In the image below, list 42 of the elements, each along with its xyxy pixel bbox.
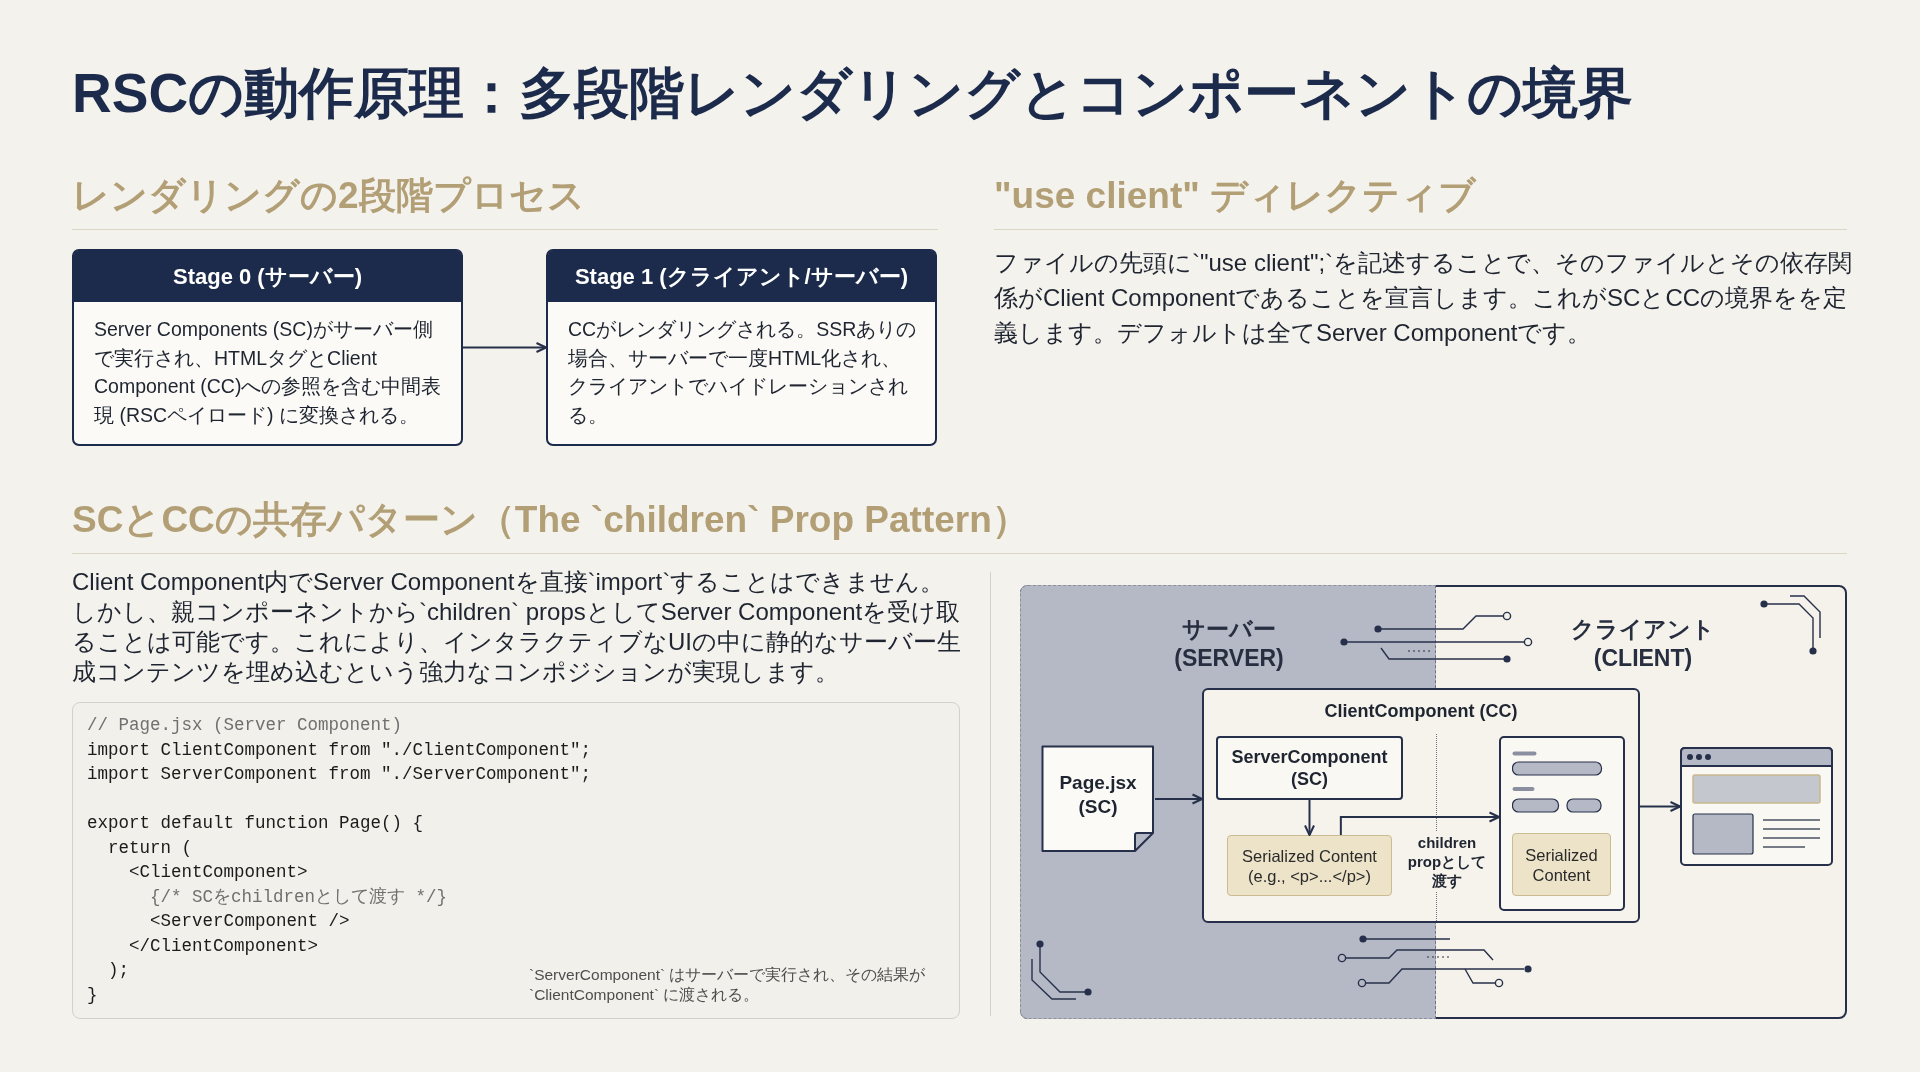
arrow [1154, 793, 1203, 805]
code-line: export default function Page() { [87, 812, 424, 835]
content-box: Serialized Content (e.g., <p>...</p>) [1227, 835, 1392, 896]
arrow [1639, 801, 1681, 812]
stage-header: Stage 0 (サーバー) [74, 251, 461, 302]
file-node [1041, 745, 1155, 853]
arrow [1304, 799, 1315, 836]
code-line: <ClientComponent> [128, 861, 308, 884]
ui-panel [1499, 736, 1625, 911]
code-panel [72, 702, 960, 1019]
component-title: ClientComponent (CC) [1323, 700, 1519, 723]
component-box [1202, 688, 1640, 923]
section-heading: レンダリングの2段階プロセス [72, 174, 585, 218]
code-line: // Page.jsx (Server Component) [87, 714, 403, 737]
stage-header: Stage 1 (クライアント/サーバー) [548, 251, 935, 302]
stage-card [546, 249, 937, 446]
section-heading: SCとCCの共存パターン（The `children` Prop Pattern） [72, 498, 1029, 542]
code-line: </ClientComponent> [128, 934, 319, 958]
arrow [1339, 811, 1500, 836]
browser-window-icon [1680, 747, 1833, 866]
code-line: <ServerComponent /> [149, 910, 350, 933]
code-line: ); [107, 959, 129, 982]
diagram-frame [1020, 585, 1847, 1019]
body-text: ファイルの先頭に`"use client";`を記述することで、そのファイルとその依存関係がClient Componentであることを宣言します。これがSCとCCの境界をを定義します。デフォルトは全てServer Componentです。 [994, 248, 1854, 348]
body-text: Client Component内でServer Componentを直接`import`することはできません。しかし、親コンポーネントから`children` propsとしてServer Componentを受け取ることは可能です。これにより、インタラクティブなUIの中に静的なサーバー生成コンテンツを埋め込むという強力なコンポジションが実現します。 [72, 567, 962, 687]
code-note: `ServerComponent` はサーバーで実行され、その結果が`ClientComponent` に渡される。 [529, 965, 927, 1005]
code-line: import ClientComponent from "./ClientComponent"; [87, 738, 592, 762]
arrow [462, 342, 547, 353]
code-line: return ( [107, 836, 193, 860]
zone-label: サーバー (SERVER) [1173, 615, 1285, 673]
section-heading: "use client" ディレクティブ [994, 174, 1477, 218]
zone-label: クライアント (CLIENT) [1570, 615, 1716, 673]
stage-card [72, 249, 463, 446]
node-label: Page.jsx (SC) [1058, 771, 1138, 819]
component-box: ServerComponent (SC) [1216, 736, 1403, 800]
slide-title: RSCの動作原理：多段階レンダリングとコンポーネントの境界 [72, 61, 1634, 126]
code-line: {/* SCをchildrenとして渡す */} [149, 885, 448, 909]
stage-description: Server Components (SC)がサーバー側で実行され、HTMLタグとClient Component (CC)への参照を含む中間表現 (RSCペイロード) に変換される。 [93, 317, 443, 428]
code-line: import ServerComponent from "./ServerComponent"; [87, 763, 592, 786]
content-box: Serialized Content [1512, 833, 1611, 896]
code-line: } [87, 983, 98, 1007]
stage-description: CCがレンダリングされる。SSRありの場合、サーバーで一度HTML化され、クライアントでハイドレーションされる。 [567, 317, 918, 428]
